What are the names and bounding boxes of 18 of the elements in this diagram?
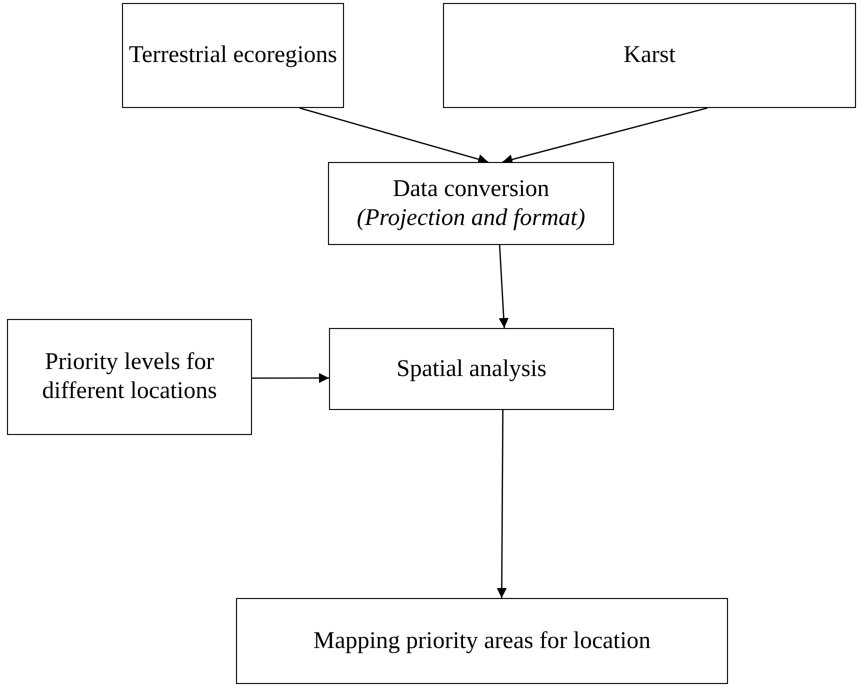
- box-text: Spatial analysis: [396, 354, 546, 384]
- arrow: [496, 410, 507, 598]
- box-text: Terrestrial ecoregions: [128, 41, 338, 70]
- box-text: Mapping priority areas for location: [313, 626, 651, 656]
- arrow: [502, 107, 708, 164]
- process-box: [328, 162, 614, 245]
- box-text: Karst: [624, 41, 676, 70]
- process-box: [236, 598, 728, 684]
- box-text: Data conversion: [392, 174, 550, 204]
- arrow: [299, 107, 488, 164]
- process-box: [122, 3, 344, 108]
- arrow: [498, 244, 509, 328]
- box-text: (Projection and format): [356, 204, 586, 232]
- box-text: Priority levels for different locations: [41, 348, 218, 406]
- process-box: [7, 319, 252, 435]
- arrow: [252, 373, 329, 384]
- process-box: [329, 328, 614, 410]
- process-box: [443, 3, 856, 108]
